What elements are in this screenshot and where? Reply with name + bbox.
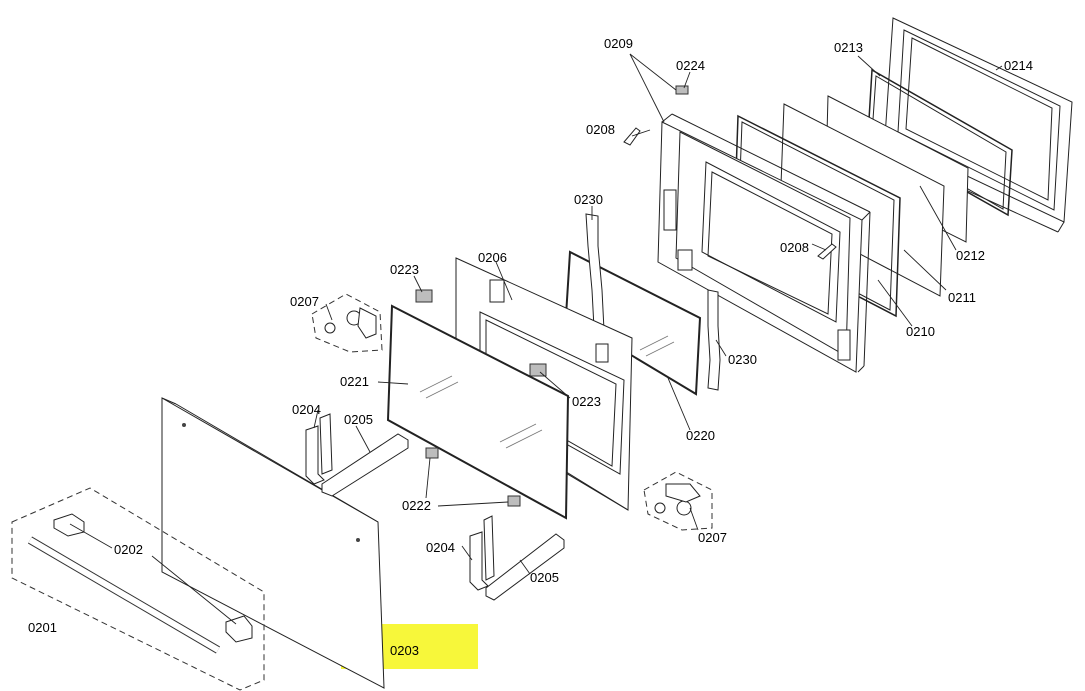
- label-0220[interactable]: 0220: [686, 428, 715, 443]
- label-0205-upper[interactable]: 0205: [344, 412, 373, 427]
- part-0230-strip-bottom[interactable]: [707, 289, 721, 391]
- label-0207-right[interactable]: 0207: [698, 530, 727, 545]
- label-0208-top[interactable]: 0208: [586, 122, 615, 137]
- label-0230-bottom[interactable]: 0230: [728, 352, 757, 367]
- label-0207-left[interactable]: 0207: [290, 294, 319, 309]
- part-0204-hinge-lower[interactable]: [469, 515, 495, 591]
- label-0212[interactable]: 0212: [956, 248, 985, 263]
- part-0204-hinge-upper[interactable]: [305, 413, 333, 485]
- label-0206[interactable]: 0206: [478, 250, 507, 265]
- part-labels: 0209 0224 0208 0213 0214 0212 0211 0210 …: [28, 36, 1033, 658]
- part-0207-latch-right[interactable]: [643, 471, 713, 531]
- part-0224-clip[interactable]: [675, 85, 689, 95]
- label-0211[interactable]: 0211: [948, 290, 976, 305]
- part-0211-insulation[interactable]: [779, 103, 945, 297]
- label-0205-lower[interactable]: 0205: [530, 570, 559, 585]
- label-0230-top[interactable]: 0230: [574, 192, 603, 207]
- part-0201-handle-assembly[interactable]: [11, 487, 265, 691]
- label-0204-lower[interactable]: 0204: [426, 540, 455, 555]
- part-0205-hinge-arm-upper[interactable]: [321, 433, 409, 497]
- part-0208-bracket-top[interactable]: [623, 127, 641, 146]
- part-0209-inner-frame[interactable]: [657, 113, 871, 373]
- label-0222[interactable]: 0222: [402, 498, 431, 513]
- label-0213[interactable]: 0213: [834, 40, 863, 55]
- part-0203-outer-glass[interactable]: [161, 397, 385, 689]
- part-0213-gasket[interactable]: [867, 68, 1013, 217]
- label-0223-mid[interactable]: 0223: [572, 394, 601, 409]
- part-0223-clip-top[interactable]: [415, 289, 433, 303]
- label-0224[interactable]: 0224: [676, 58, 705, 73]
- label-0221[interactable]: 0221: [340, 374, 369, 389]
- part-0221-glass[interactable]: [386, 304, 570, 520]
- leader-lines: [69, 53, 1003, 625]
- part-0222-clip-b[interactable]: [507, 495, 521, 507]
- label-0203[interactable]: 0203: [390, 643, 419, 658]
- label-0204-upper[interactable]: 0204: [292, 402, 321, 417]
- label-0223-top[interactable]: 0223: [390, 262, 419, 277]
- label-0202[interactable]: 0202: [114, 542, 143, 557]
- part-0223-clip-mid[interactable]: [529, 363, 547, 377]
- label-0210[interactable]: 0210: [906, 324, 935, 339]
- part-0208-bracket-right[interactable]: [817, 243, 837, 260]
- part-0207-latch-left[interactable]: [311, 293, 383, 353]
- label-0214[interactable]: 0214: [1004, 58, 1033, 73]
- label-0209[interactable]: 0209: [604, 36, 633, 51]
- label-0201[interactable]: 0201: [28, 620, 57, 635]
- label-0208-right[interactable]: 0208: [780, 240, 809, 255]
- part-0222-clip-a[interactable]: [425, 447, 439, 459]
